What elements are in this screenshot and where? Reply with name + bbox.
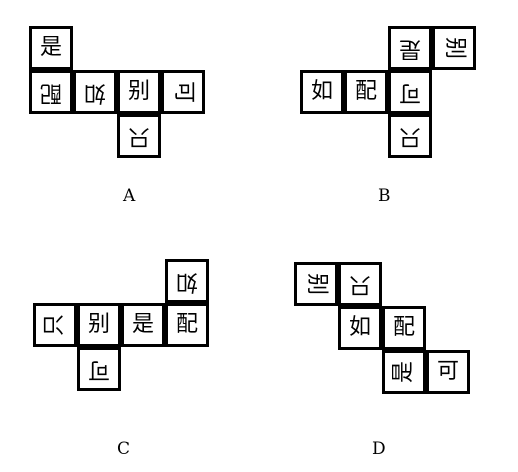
net-b-char: 只 — [398, 124, 421, 149]
net-a-char: 别 — [127, 79, 150, 104]
net-c-char: 别 — [87, 312, 110, 337]
net-a-char: 配 — [39, 80, 62, 105]
net-a-cell: 配 — [29, 70, 73, 114]
net-c-char: 可 — [87, 357, 110, 382]
net-d-char: 可 — [436, 359, 459, 384]
net-b-cell: 只 — [388, 114, 432, 158]
net-a-char: 如 — [83, 80, 106, 105]
net-a-char: 是 — [39, 35, 62, 60]
net-d-char: 配 — [392, 315, 415, 340]
net-c-char: 是 — [131, 312, 154, 337]
net-d-label: D — [372, 439, 386, 459]
net-c-char: 如 — [175, 269, 198, 294]
net-d-char: 只 — [348, 272, 371, 297]
net-c-cell: 只 — [33, 303, 77, 347]
net-a-char: 可 — [170, 80, 196, 104]
net-a-cell: 如 — [73, 70, 117, 114]
net-a-cell: 是 — [29, 26, 73, 70]
net-d-cell: 可 — [426, 350, 470, 394]
net-b-cell: 如 — [300, 70, 344, 114]
net-d-cell: 别 — [294, 262, 338, 306]
net-a-cell: 只 — [117, 114, 161, 158]
net-b-char: 配 — [354, 79, 377, 104]
net-c-cell: 配 — [165, 303, 209, 347]
net-c-label: C — [117, 439, 131, 459]
net-b-char: 如 — [310, 79, 333, 104]
net-b-cell: 别 — [432, 26, 476, 70]
net-b-char: 是 — [398, 36, 421, 61]
net-b-label: B — [378, 186, 391, 206]
net-b-char: 别 — [441, 36, 467, 60]
net-c-cell: 可 — [77, 347, 121, 391]
net-d-cell: 配 — [382, 306, 426, 350]
net-d-char: 如 — [348, 315, 371, 340]
net-a-char: 只 — [127, 124, 150, 149]
net-b-cell: 可 — [388, 70, 432, 114]
net-a-cell: 可 — [161, 70, 205, 114]
net-d-char: 别 — [303, 272, 329, 296]
net-b-cell: 配 — [344, 70, 388, 114]
net-c-char: 只 — [41, 313, 67, 337]
net-c-char: 配 — [175, 312, 198, 337]
net-b-cell: 是 — [388, 26, 432, 70]
net-c-cell: 别 — [77, 303, 121, 347]
net-a-label: A — [123, 186, 136, 206]
net-c-cell: 如 — [165, 259, 209, 303]
net-d-cell: 只 — [338, 262, 382, 306]
net-c-cell: 是 — [121, 303, 165, 347]
net-d-char: 是 — [390, 360, 416, 384]
net-d-cell: 是 — [382, 350, 426, 394]
net-b-char: 可 — [398, 80, 421, 105]
net-d-cell: 如 — [338, 306, 382, 350]
net-a-cell: 别 — [117, 70, 161, 114]
